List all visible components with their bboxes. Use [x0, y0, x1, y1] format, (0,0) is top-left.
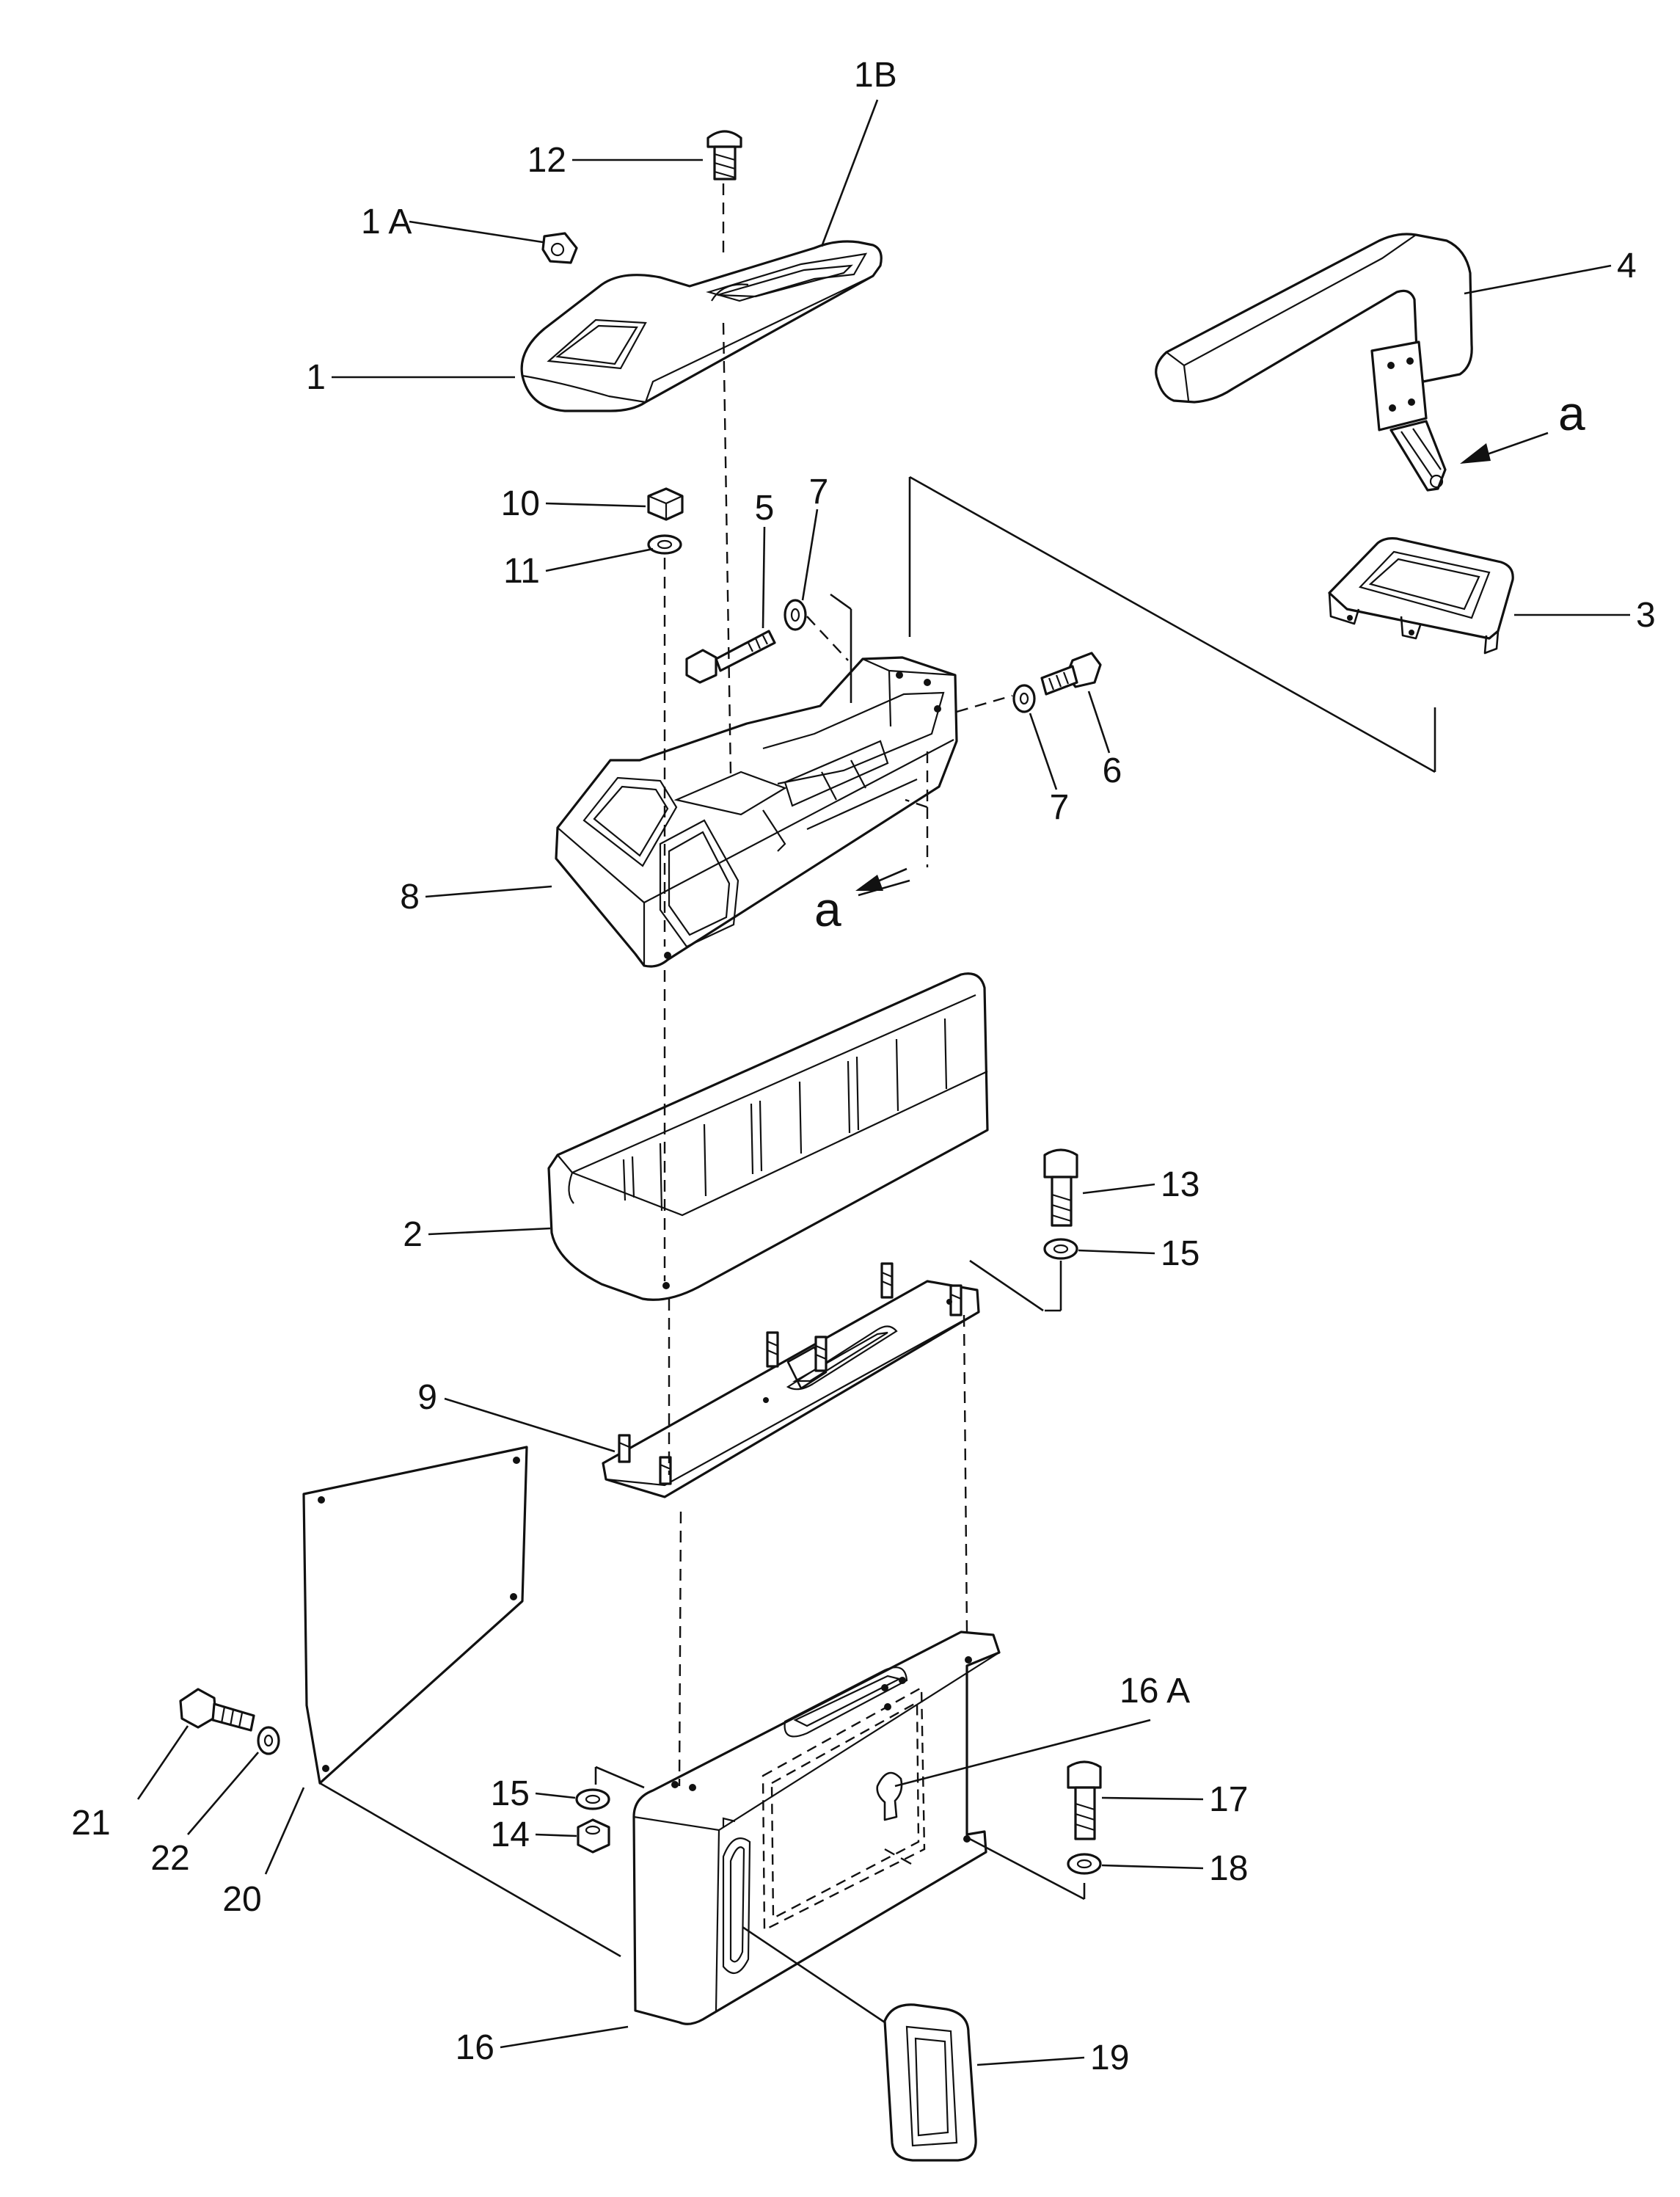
callout-7-upper: 7: [809, 473, 829, 511]
callout-22: 22: [150, 1839, 189, 1878]
callout-16A: 16 A: [1120, 1672, 1190, 1710]
part-15-washer-upper: [1043, 1238, 1078, 1260]
part-13-bolt: [1043, 1148, 1078, 1227]
callout-4: 4: [1617, 247, 1637, 285]
part-2-lower-housing: [547, 972, 989, 1301]
assembly-guide-lines: [319, 476, 1436, 2024]
callout-21: 21: [71, 1804, 110, 1843]
callout-1: 1: [306, 358, 326, 397]
callout-19: 19: [1090, 2038, 1129, 2077]
callout-16: 16: [456, 2028, 494, 2067]
callout-12: 12: [527, 141, 566, 180]
callout-11: 11: [503, 552, 540, 591]
callout-15-upper: 15: [1161, 1234, 1199, 1273]
callout-10: 10: [501, 484, 540, 523]
callout-labels: 1 1 A 1B 12 4 3 10 11 5 7 6 7 8 2 13 15 …: [71, 56, 1655, 2077]
part-11-washer: [647, 534, 682, 555]
part-1-top-cover: [520, 240, 883, 412]
part-1A-clip: [541, 232, 578, 264]
part-22-washer: [257, 1726, 280, 1755]
view-mark-a-top: a: [1558, 386, 1585, 440]
callout-18: 18: [1209, 1849, 1248, 1888]
view-arrow-a-bottom: [855, 867, 907, 891]
part-16-stand-box: [632, 1631, 1001, 2025]
callout-15-lower: 15: [491, 1774, 530, 1813]
part-6-bolt: [1040, 652, 1102, 696]
callout-14: 14: [491, 1815, 530, 1854]
callout-20: 20: [222, 1880, 261, 1919]
part-15-washer-lower: [575, 1788, 610, 1810]
callout-5: 5: [755, 489, 775, 528]
callout-3: 3: [1636, 596, 1656, 635]
part-20-side-panel: [302, 1446, 528, 1785]
view-arrow-a-top: [1460, 431, 1549, 464]
view-mark-a-bottom: a: [814, 882, 841, 936]
callout-leader-lines: [136, 99, 1630, 2066]
callout-7-lower: 7: [1050, 788, 1070, 827]
callout-2: 2: [403, 1215, 423, 1254]
part-8-console-body: [555, 656, 958, 968]
callout-1A: 1 A: [361, 203, 412, 241]
part-4-arm-rest: [1155, 233, 1473, 492]
part-7-washer-upper: [784, 599, 807, 631]
part-19-grommet: [883, 2003, 977, 2162]
callout-13: 13: [1161, 1165, 1199, 1204]
part-5-bolt: [685, 630, 776, 684]
part-10-nut: [647, 487, 684, 521]
callout-8: 8: [400, 878, 420, 917]
callout-9: 9: [417, 1378, 437, 1417]
part-7-washer-lower: [1012, 684, 1036, 713]
assembly-axis-lines: [663, 183, 1013, 1865]
part-9-base-plate: [602, 1262, 980, 1498]
part-3-bracket: [1328, 537, 1514, 655]
callout-6: 6: [1103, 751, 1122, 790]
callout-1B: 1B: [854, 56, 897, 95]
part-12-screw: [706, 130, 742, 181]
part-17-bolt: [1067, 1760, 1102, 1840]
part-18-washer: [1067, 1853, 1102, 1875]
part-21-bolt: [179, 1688, 255, 1732]
callout-17: 17: [1209, 1780, 1248, 1819]
part-14-nut: [577, 1818, 610, 1854]
